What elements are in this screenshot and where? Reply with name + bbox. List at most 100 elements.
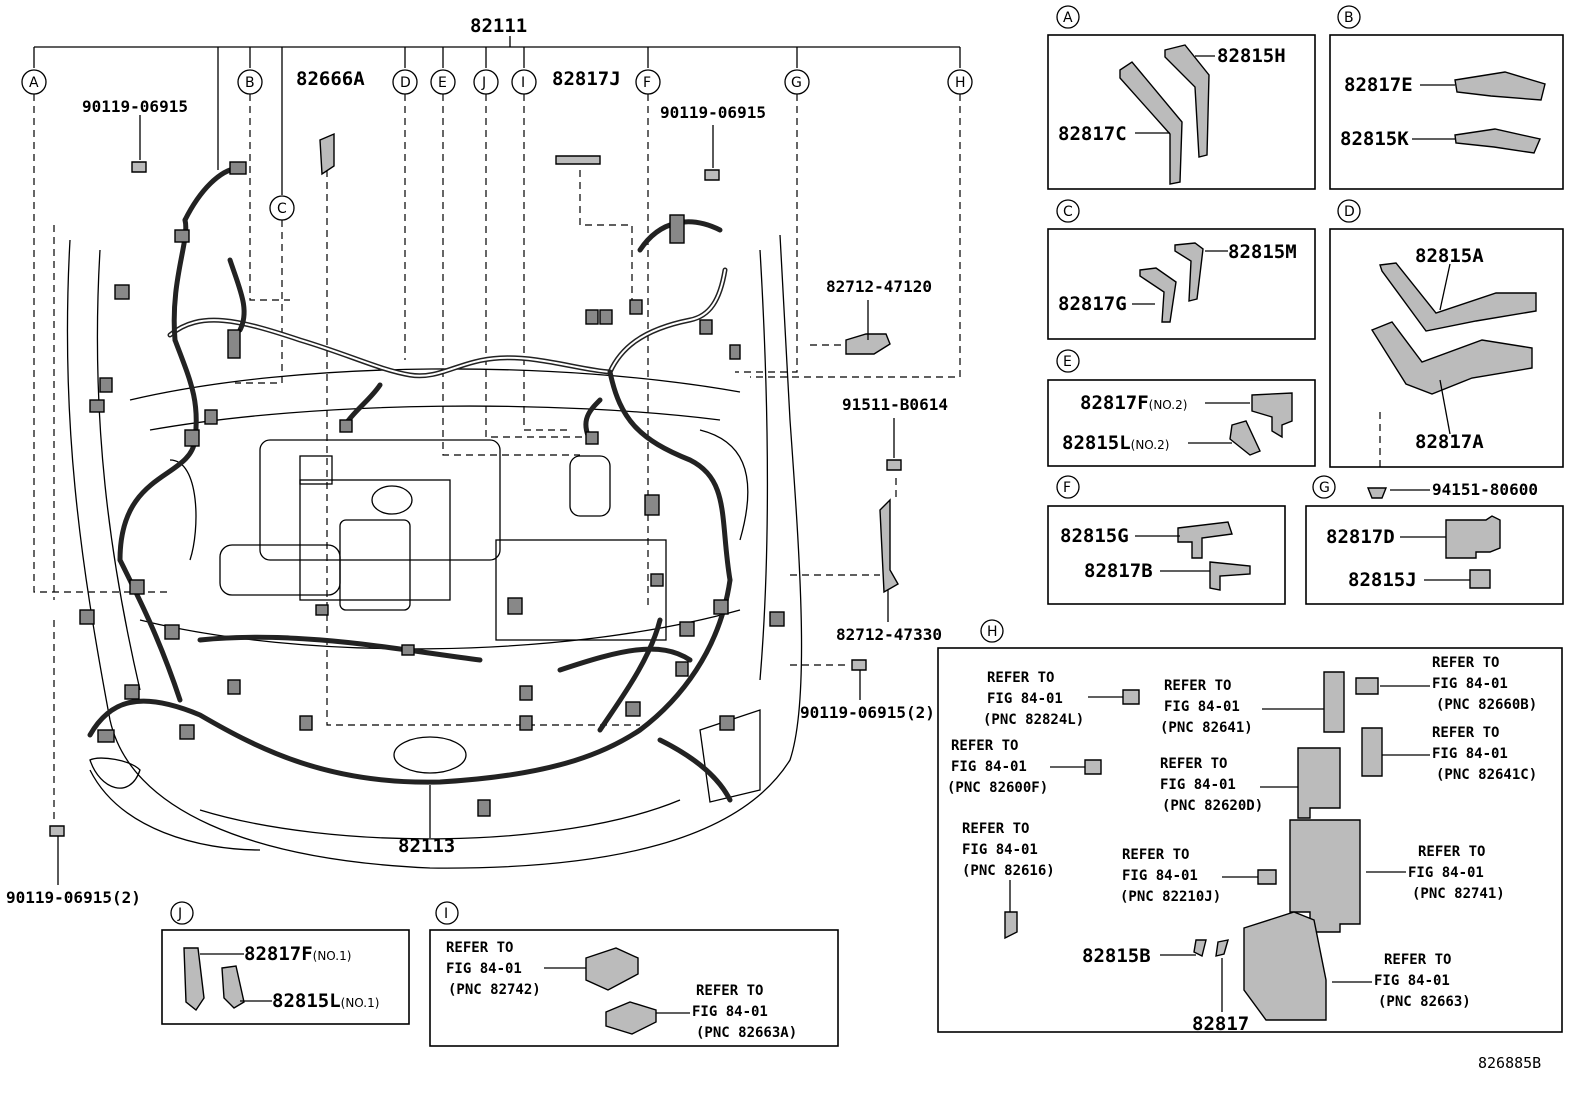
label-82817j: 82817J xyxy=(552,68,621,90)
connectors xyxy=(79,161,785,817)
svg-text:(PNC 82663A): (PNC 82663A) xyxy=(696,1025,797,1041)
panel-e: E 82817F(NO.2) 82815L(NO.2) xyxy=(1047,349,1316,467)
svg-text:C: C xyxy=(277,201,287,217)
svg-text:(PNC 82600F): (PNC 82600F) xyxy=(947,780,1048,796)
main-bracket xyxy=(33,36,961,195)
svg-text:REFER TO: REFER TO xyxy=(1432,725,1499,741)
main-part-number: 82111 xyxy=(470,15,527,37)
svg-text:(PNC 82641C): (PNC 82641C) xyxy=(1436,767,1537,783)
svg-text:REFER TO: REFER TO xyxy=(1384,952,1451,968)
svg-text:FIG 84-01: FIG 84-01 xyxy=(1432,676,1508,692)
bracket-82712-47120-icon xyxy=(845,333,891,355)
label-bolt-right-lower: 90119-06915(2) xyxy=(800,703,935,722)
svg-text:I: I xyxy=(444,906,448,922)
label-bolt-top-right: 90119-06915 xyxy=(660,103,766,122)
bolt-icon xyxy=(851,659,867,700)
svg-text:FIG 84-01: FIG 84-01 xyxy=(987,691,1063,707)
svg-text:(PNC 82620D): (PNC 82620D) xyxy=(1162,798,1263,814)
svg-text:FIG 84-01: FIG 84-01 xyxy=(1160,777,1236,793)
svg-text:C: C xyxy=(1063,204,1073,220)
label-82815j: 82815J xyxy=(1348,569,1417,591)
callout-i: I xyxy=(511,69,537,95)
label-bolt-left-lower: 90119-06915(2) xyxy=(6,888,141,907)
svg-text:FIG 84-01: FIG 84-01 xyxy=(951,759,1027,775)
svg-text:FIG 84-01: FIG 84-01 xyxy=(1432,746,1508,762)
panel-d: D 82815A 82817A 94151-80600 xyxy=(1329,199,1564,499)
svg-text:REFER TO: REFER TO xyxy=(696,983,763,999)
panel-h: H REFER TO FIG 84-01 (PNC 82824L) REFER … xyxy=(937,619,1563,1035)
label-82815m: 82815M xyxy=(1228,241,1297,263)
svg-text:E: E xyxy=(438,75,447,91)
svg-text:A: A xyxy=(1063,10,1073,26)
svg-text:REFER TO: REFER TO xyxy=(1164,678,1231,694)
callout-g: G xyxy=(784,69,810,95)
svg-text:REFER TO: REFER TO xyxy=(1122,847,1189,863)
label-82815a: 82815A xyxy=(1415,245,1484,267)
panel-i: I REFER TO FIG 84-01 (PNC 82742) REFER T… xyxy=(429,901,839,1047)
label-82815h: 82815H xyxy=(1217,45,1286,67)
bolt-icon xyxy=(131,115,147,173)
bolt-icon xyxy=(704,125,720,181)
label-94151-80600: 94151-80600 xyxy=(1432,480,1538,499)
callout-d: D xyxy=(392,69,418,95)
svg-text:REFER TO: REFER TO xyxy=(987,670,1054,686)
label-82817c: 82817C xyxy=(1058,123,1127,145)
svg-text:A: A xyxy=(29,75,39,91)
callout-j: J xyxy=(473,69,499,95)
panel-f: F 82815G 82817B xyxy=(1047,475,1286,605)
svg-text:FIG 84-01: FIG 84-01 xyxy=(1374,973,1450,989)
svg-text:REFER TO: REFER TO xyxy=(1418,844,1485,860)
label-82817b: 82817B xyxy=(1084,560,1153,582)
svg-text:(PNC 82210J): (PNC 82210J) xyxy=(1120,889,1221,905)
svg-text:(PNC 82641): (PNC 82641) xyxy=(1160,720,1253,736)
svg-text:B: B xyxy=(245,75,255,91)
callout-c: C xyxy=(269,195,295,221)
callout-b: B xyxy=(237,69,263,95)
bolt-icon xyxy=(886,418,902,471)
callout-a: A xyxy=(21,69,47,95)
panel-g: G 82817D 82815J xyxy=(1305,475,1564,605)
callout-e: E xyxy=(430,69,456,95)
panel-b: B 82817E 82815K xyxy=(1329,5,1564,190)
svg-text:J: J xyxy=(481,75,486,91)
svg-text:REFER TO: REFER TO xyxy=(962,821,1029,837)
label-82817f-no1: 82817F(NO.1) xyxy=(244,943,351,965)
label-82817a: 82817A xyxy=(1415,431,1484,453)
svg-text:FIG 84-01: FIG 84-01 xyxy=(1164,699,1240,715)
svg-text:F: F xyxy=(643,75,651,91)
label-82817e: 82817E xyxy=(1344,74,1413,96)
label-82815g: 82815G xyxy=(1060,525,1129,547)
bracket-82817j-icon xyxy=(555,155,601,165)
svg-text:FIG 84-01: FIG 84-01 xyxy=(1122,868,1198,884)
svg-text:G: G xyxy=(1319,480,1330,496)
figure-id: 826885B xyxy=(1478,1054,1541,1072)
svg-text:(PNC 82741): (PNC 82741) xyxy=(1412,886,1505,902)
svg-text:(PNC 82663): (PNC 82663) xyxy=(1378,994,1471,1010)
dashed-leaders xyxy=(33,94,1381,820)
panel-c: C 82815M 82817G xyxy=(1047,199,1316,340)
svg-text:(PNC 82742): (PNC 82742) xyxy=(448,982,541,998)
engine-bay-outline xyxy=(66,234,803,869)
label-82817g: 82817G xyxy=(1058,293,1127,315)
label-bracket-82712-47120: 82712-47120 xyxy=(826,277,932,296)
bolt-icon xyxy=(49,825,65,885)
svg-text:FIG 84-01: FIG 84-01 xyxy=(692,1004,768,1020)
svg-text:(PNC 82824L): (PNC 82824L) xyxy=(983,712,1084,728)
svg-text:REFER TO: REFER TO xyxy=(1160,756,1227,772)
panel-a: A 82815H 82817C xyxy=(1047,5,1316,190)
label-82815k: 82815K xyxy=(1340,128,1409,150)
label-bracket-82712-47330: 82712-47330 xyxy=(836,625,942,644)
panel-j: J 82817F(NO.1) 82815L(NO.1) xyxy=(161,901,410,1025)
label-82817: 82817 xyxy=(1192,1013,1249,1035)
label-82815b: 82815B xyxy=(1082,945,1151,967)
svg-text:D: D xyxy=(1344,204,1355,220)
svg-text:H: H xyxy=(955,75,966,91)
label-bolt-top-left: 90119-06915 xyxy=(82,97,188,116)
svg-text:E: E xyxy=(1063,354,1072,370)
svg-text:(PNC 82660B): (PNC 82660B) xyxy=(1436,697,1537,713)
callout-h: H xyxy=(947,69,973,95)
bracket-82712-47330-icon xyxy=(879,498,899,594)
svg-text:REFER TO: REFER TO xyxy=(446,940,513,956)
label-82666a: 82666A xyxy=(296,68,365,90)
